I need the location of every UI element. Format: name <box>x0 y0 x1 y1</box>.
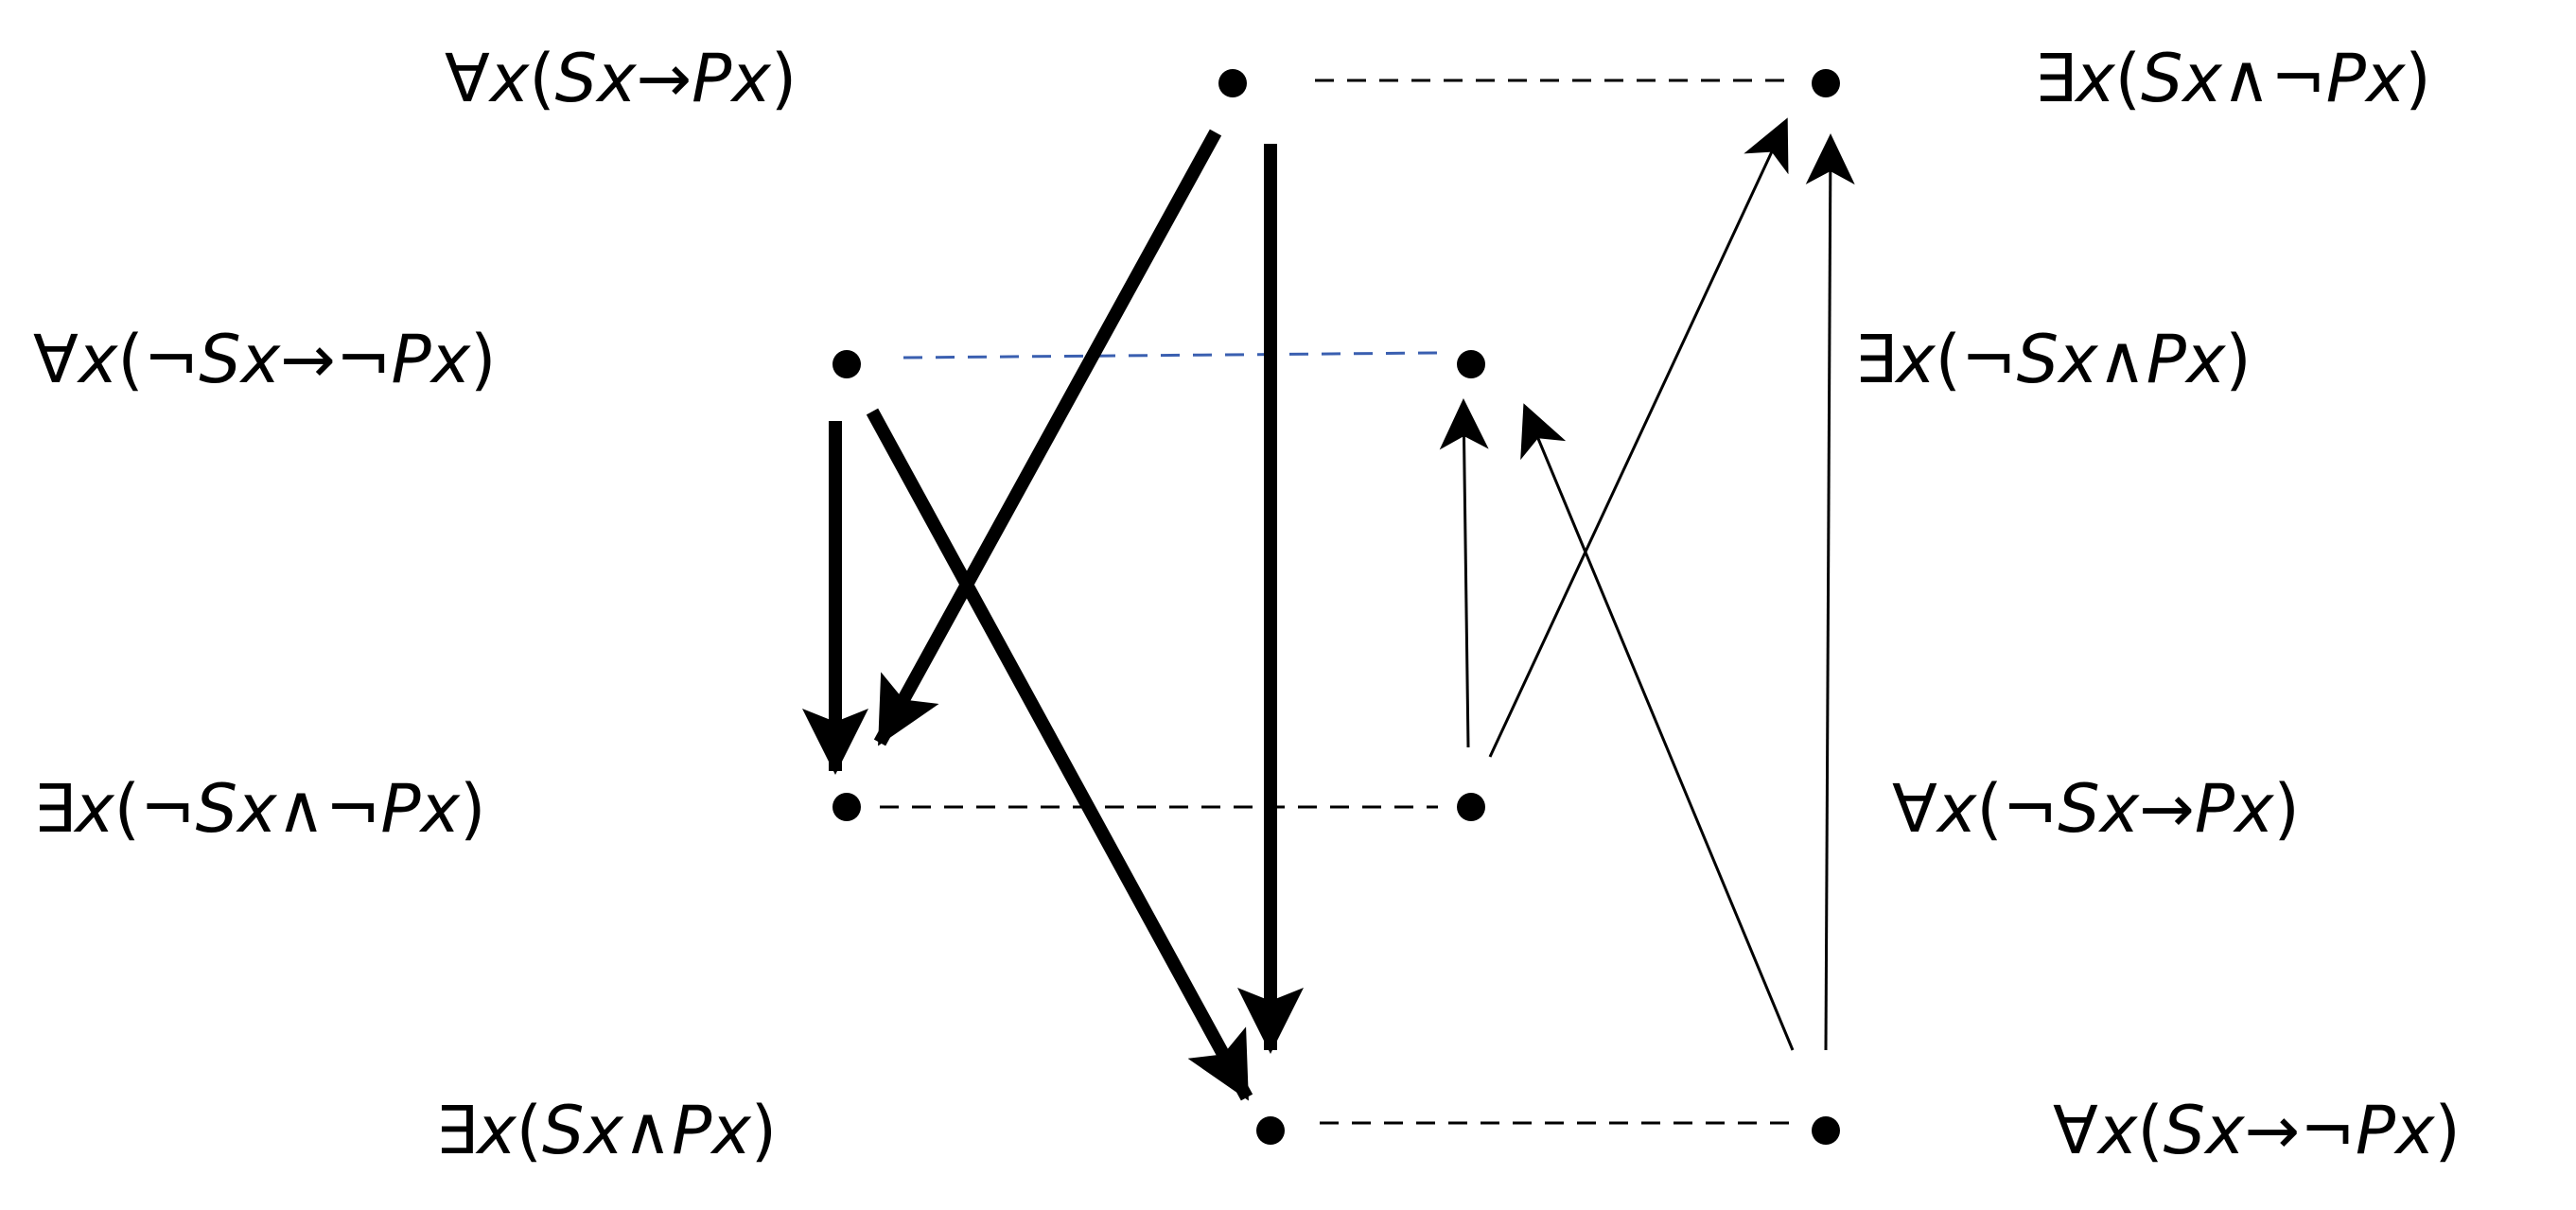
label-complement-universal: ∀x(¬Sx→Px) <box>1892 770 2300 848</box>
node-contrapositive-universal <box>832 350 861 378</box>
node-complement-universal <box>1457 793 1485 821</box>
light-arrow-complement-universal-to-contrapositive-particular <box>1439 398 1489 748</box>
light-arrow-e-to-contrapositive-particular <box>1520 403 1795 1051</box>
node-universal-negative <box>1812 1116 1840 1145</box>
node-particular-negative <box>1812 69 1840 97</box>
node-universal-affirmative <box>1218 69 1247 97</box>
label-contrapositive-particular: ∃x(¬Sx∧Px) <box>1854 321 2252 398</box>
label-universal-affirmative: ∀x(Sx→Px) <box>445 40 797 117</box>
label-particular-negative: ∃x(Sx∧¬Px) <box>2034 40 2431 117</box>
heavy-arrow-contrapositive-to-i <box>866 408 1253 1101</box>
node-complement-particular <box>832 793 861 821</box>
light-arrow-complement-universal-to-o <box>1488 117 1789 758</box>
light-arrow-e-to-o <box>1805 133 1855 1051</box>
node-particular-affirmative <box>1256 1116 1285 1145</box>
label-universal-negative: ∀x(Sx→¬Px) <box>2053 1092 2461 1169</box>
node-contrapositive-particular <box>1457 350 1485 378</box>
label-particular-affirmative: ∃x(Sx∧Px) <box>435 1092 778 1169</box>
label-contrapositive-universal: ∀x(¬Sx→¬Px) <box>33 321 497 398</box>
heavy-arrow-a-to-complement-particular <box>873 129 1222 746</box>
label-complement-particular: ∃x(¬Sx∧¬Px) <box>33 770 486 848</box>
dashed-connector-upper-middle <box>902 351 1439 359</box>
